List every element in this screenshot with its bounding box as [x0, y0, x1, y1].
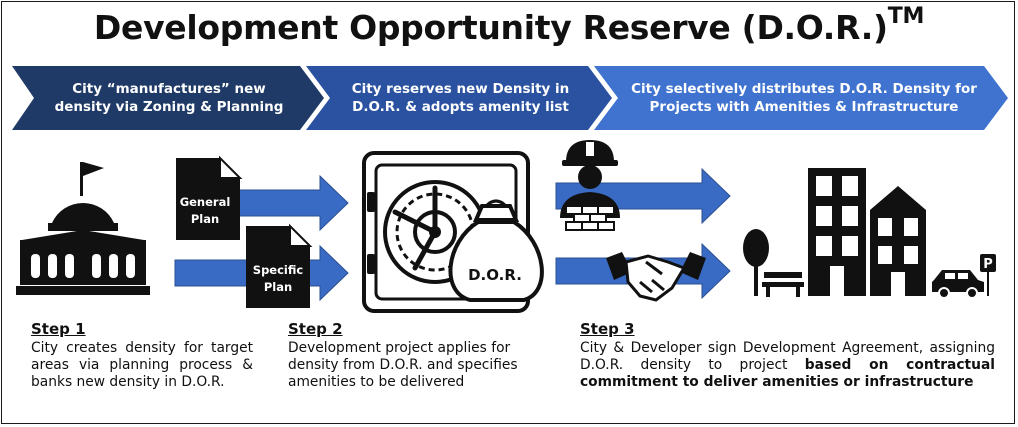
title-text: Development Opportunity Reserve (D.O.R.)	[93, 8, 888, 47]
specific-plan-label-2: Plan	[264, 280, 292, 294]
step-2-heading: Step 2	[288, 320, 343, 338]
step-3-body: City & Developer sign Development Agreem…	[580, 340, 995, 391]
buildings-icon	[808, 168, 926, 296]
trademark-symbol: TM	[887, 4, 925, 29]
step-1-heading: Step 1	[31, 320, 86, 338]
capitol-building-icon	[16, 162, 150, 295]
construction-worker-icon	[560, 140, 620, 231]
page-title: Development Opportunity Reserve (D.O.R.)…	[0, 4, 1018, 47]
banner-text-3: City selectively distributes D.O.R. Dens…	[618, 80, 990, 116]
banner-2-line-2: D.O.R. & adopts amenity list	[352, 99, 569, 115]
banner-1-line-2: density via Zoning & Planning	[54, 99, 284, 115]
parking-sign-icon	[980, 254, 996, 296]
handshake-icon	[606, 252, 706, 302]
banner-1-line-1: City “manufactures” new	[72, 81, 266, 97]
specific-plan-label-1: Specific	[253, 263, 304, 277]
banner-text-1: City “manufactures” new density via Zoni…	[34, 80, 304, 116]
tree-icon	[743, 229, 769, 296]
money-bag-icon	[448, 199, 544, 302]
step-1-body: City creates density for target areas vi…	[31, 340, 253, 390]
step-3-body-regular: City & Developer sign Development Agreem…	[580, 340, 995, 373]
general-plan-label-1: General	[180, 195, 231, 209]
step-2-body: Development project applies for density …	[288, 340, 518, 390]
specific-plan-document-icon	[246, 223, 313, 308]
general-plan-label-2: Plan	[191, 212, 219, 226]
money-bag-label: D.O.R.	[468, 266, 522, 284]
banner-2-line-1: City reserves new Density in	[351, 81, 570, 97]
parking-sign-label: P	[983, 257, 993, 272]
bench-icon	[762, 272, 804, 297]
step-3-heading: Step 3	[580, 320, 635, 338]
banner-3-line-2: Projects with Amenities & Infrastructure	[649, 99, 959, 115]
step-3-body-bold: based on contractual commitment to deliv…	[580, 357, 995, 390]
banner-text-2: City reserves new Density in D.O.R. & ad…	[328, 80, 593, 116]
car-icon	[932, 270, 984, 299]
banner-3-line-1: City selectively distributes D.O.R. Dens…	[631, 81, 977, 97]
general-plan-document-icon	[176, 155, 243, 240]
